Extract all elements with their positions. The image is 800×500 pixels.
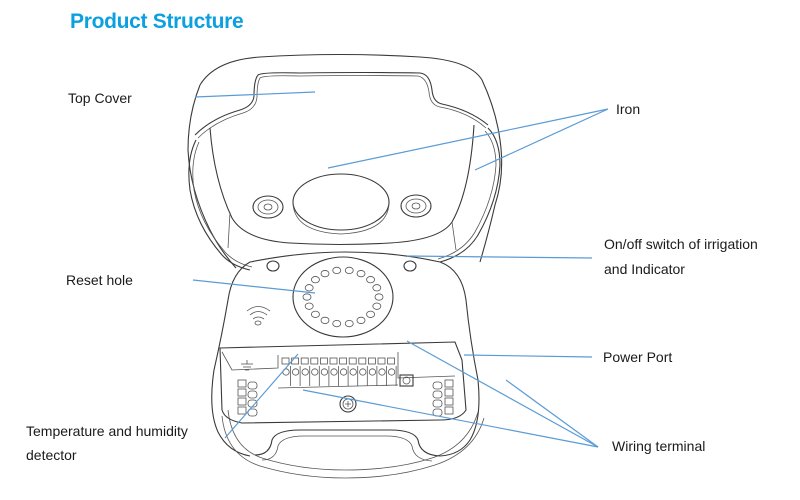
terminal-strip: [281, 357, 397, 386]
label-temp-humidity-line1: Temperature and humidity: [26, 423, 188, 439]
side-terminal-right: [444, 379, 454, 388]
wifi-icon: [246, 306, 271, 326]
led-hole: [332, 319, 342, 328]
terminal-screw: [291, 368, 300, 376]
led-hole: [320, 316, 330, 324]
led-hole: [304, 302, 314, 310]
side-terminal-right-screw: [432, 399, 443, 408]
terminal-screw: [349, 368, 357, 376]
led-ring: [302, 266, 384, 328]
label-wiring-terminal: Wiring terminal: [612, 438, 706, 454]
terminal-screw: [330, 368, 338, 376]
terminal-pin: [377, 357, 386, 365]
terminal-screw: [359, 368, 367, 376]
terminal-pin: [310, 357, 319, 365]
led-hole: [332, 266, 342, 275]
led-hole: [344, 266, 354, 275]
side-terminal-left: [237, 379, 247, 388]
led-hole: [372, 284, 382, 292]
side-terminal-right: [444, 406, 454, 415]
led-hole: [374, 293, 384, 301]
side-terminal-right: [444, 397, 454, 406]
callout-onoff: [406, 255, 593, 259]
terminal-pin: [387, 357, 396, 365]
label-on-off-switch-line2: and Indicator: [604, 261, 685, 277]
callout-lines: [192, 91, 609, 448]
side-terminal-left-screw: [247, 381, 258, 390]
led-hole: [366, 276, 375, 284]
terminal-screw: [320, 368, 328, 376]
side-terminal-left: [237, 388, 247, 397]
callout-iron-1: [327, 108, 609, 169]
led-hole: [311, 310, 320, 318]
side-terminal-left-screw: [247, 408, 258, 417]
led-hole: [356, 316, 366, 324]
label-iron: Iron: [616, 101, 641, 117]
callout-wiring-3: [302, 389, 599, 448]
side-terminal-left-screw: [247, 390, 258, 399]
terminal-pin: [358, 357, 367, 365]
led-hole: [320, 270, 330, 278]
callout-wiring-1: [406, 340, 599, 448]
terminal-pin: [281, 357, 290, 365]
led-hole: [344, 319, 354, 328]
terminal-pin: [367, 357, 376, 365]
terminal-pin: [329, 357, 338, 365]
base-unit-drawing: [211, 251, 485, 479]
terminal-screw: [387, 368, 396, 376]
top-cover-drawing: [187, 53, 503, 271]
terminal-screw: [339, 368, 348, 376]
led-hole: [372, 302, 382, 310]
terminal-pin: [319, 357, 328, 365]
terminal-screw: [368, 368, 376, 376]
led-hole: [356, 270, 366, 278]
label-on-off-switch-line1: On/off switch of irrigation: [604, 236, 758, 252]
label-reset-hole: Reset hole: [66, 272, 133, 288]
terminal-pin: [300, 357, 309, 365]
side-terminal-left: [237, 397, 247, 406]
terminal-pin: [339, 357, 348, 365]
callout-wiring-2: [505, 379, 599, 448]
side-terminal-blocks: [237, 379, 454, 417]
ground-symbol-icon: [241, 360, 253, 371]
callout-iron-2: [474, 108, 609, 171]
terminal-pin: [348, 357, 357, 365]
side-terminal-left: [237, 406, 247, 415]
callout-power-port: [463, 354, 593, 358]
led-hole: [302, 293, 312, 301]
label-top-cover: Top Cover: [68, 90, 132, 106]
led-hole: [366, 310, 375, 318]
page-title: Product Structure: [70, 10, 244, 33]
callout-top-cover: [194, 91, 316, 98]
side-terminal-right-screw: [432, 381, 443, 390]
label-power-port: Power Port: [603, 349, 673, 365]
callout-temp: [224, 353, 299, 439]
side-terminal-right-screw: [432, 390, 443, 399]
callout-reset-hole: [192, 279, 316, 294]
terminal-screw: [301, 368, 309, 376]
led-hole: [311, 276, 320, 284]
label-temp-humidity-line2: detector: [26, 447, 77, 463]
terminal-screw: [311, 368, 319, 376]
led-hole: [304, 284, 314, 292]
terminal-screw: [378, 368, 386, 376]
side-terminal-right: [444, 388, 454, 397]
